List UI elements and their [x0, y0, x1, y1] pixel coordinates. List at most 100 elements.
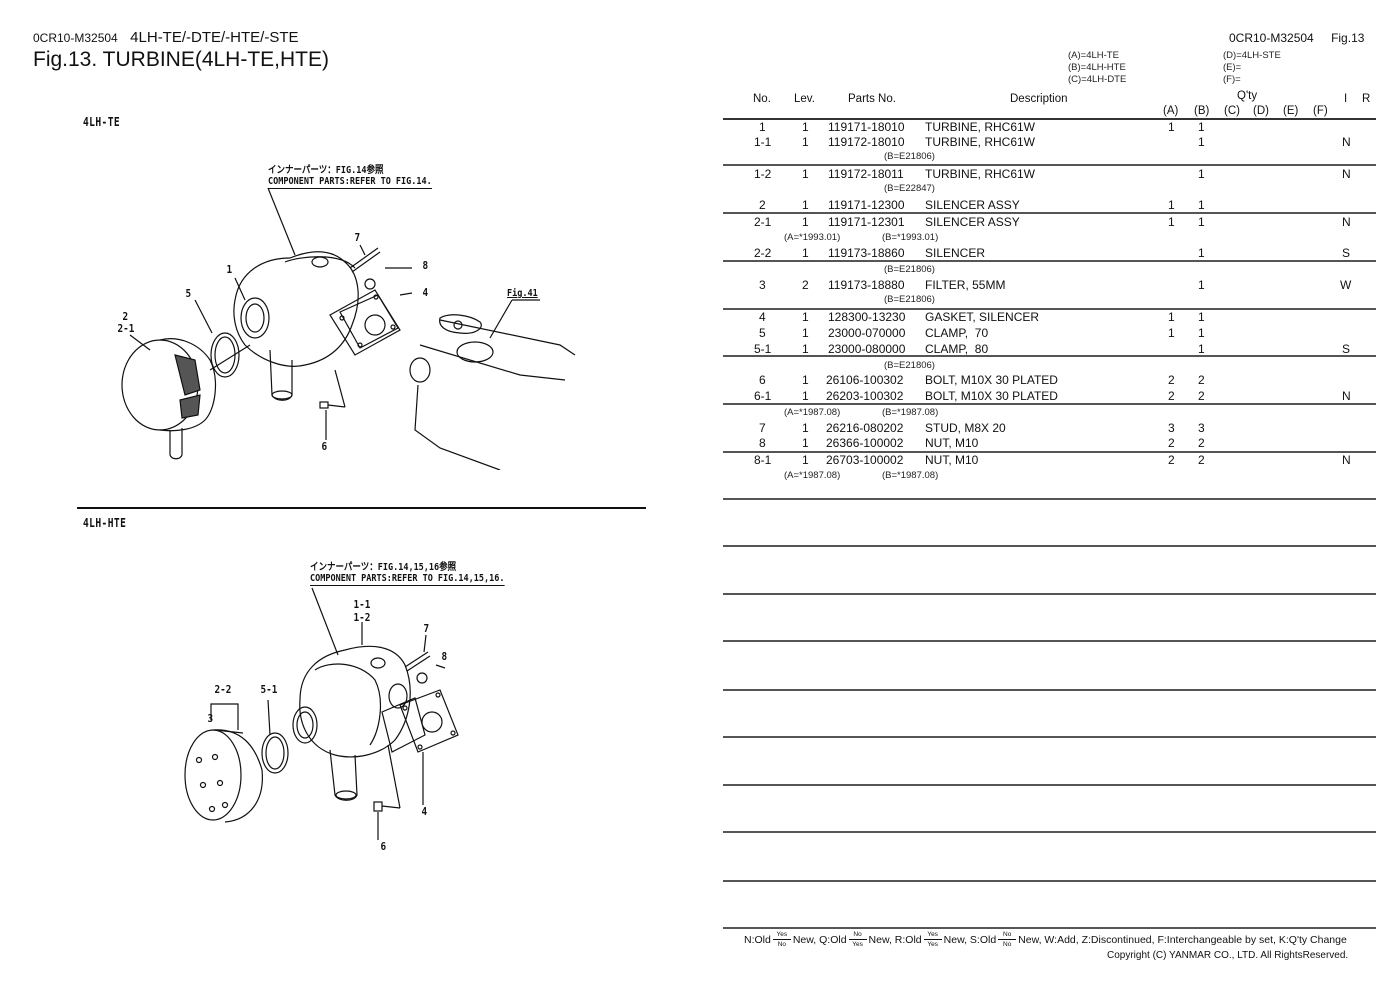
cell-parts-no: 26106-100302 — [826, 373, 904, 387]
cell-description: TURBINE, RHC61W — [925, 167, 1036, 181]
cell-description: NUT, M10 — [925, 436, 979, 450]
row-note: (B=*1987.08) — [882, 407, 939, 418]
row-note: (B=E21806) — [884, 294, 935, 305]
col-qty-c: (C) — [1224, 105, 1240, 117]
cell-parts-no: 119173-18860 — [828, 246, 905, 260]
blank-row-rule — [723, 689, 1376, 691]
cell-parts-no: 26216-080202 — [826, 421, 904, 435]
diagram-label-4lh-hte: 4LH-HTE — [83, 516, 127, 530]
doc-code: 0CR10-M32504 — [33, 31, 118, 45]
cell-lev: 1 — [802, 246, 809, 260]
cell-no: 4 — [759, 310, 766, 324]
part-label-7: 7 — [354, 231, 361, 244]
cell-parts-no: 119171-12300 — [828, 198, 905, 212]
legend-c: (C)=4LH-DTE — [1068, 74, 1127, 85]
cell-no: 5-1 — [754, 342, 772, 356]
diagram-label-4lh-te: 4LH-TE — [83, 115, 121, 129]
cell-i: W — [1340, 278, 1352, 292]
group-rule — [723, 308, 1376, 310]
cell-qty-a: 1 — [1168, 215, 1175, 229]
cell-lev: 1 — [802, 389, 809, 403]
callout-jp: インナーパーツ：FIG.14参照 — [268, 165, 384, 176]
col-qty-b: (B) — [1194, 105, 1210, 117]
part-label-1-1: 1-1 — [353, 598, 371, 611]
row-note: (A=*1987.08) — [784, 470, 841, 481]
right-fig-number: Fig.13 — [1331, 31, 1365, 45]
cell-i: S — [1342, 342, 1351, 356]
cell-qty-b: 1 — [1198, 198, 1205, 212]
blank-row-rule — [723, 545, 1376, 547]
group-rule — [723, 164, 1376, 166]
cell-qty-b: 1 — [1198, 326, 1205, 340]
cell-i: N — [1342, 389, 1351, 403]
callout-en: COMPONENT PARTS:REFER TO FIG.14,15,16. — [310, 573, 505, 586]
cell-no: 8 — [759, 436, 766, 450]
cell-parts-no: 128300-13230 — [828, 310, 906, 324]
cell-no: 8-1 — [754, 453, 772, 467]
row-note: (B=*1993.01) — [882, 232, 939, 243]
cell-description: GASKET, SILENCER — [925, 310, 1040, 324]
ref-fig-41[interactable]: Fig.41 — [507, 288, 538, 299]
cell-no: 7 — [759, 421, 766, 435]
cell-no: 2-1 — [754, 215, 772, 229]
cell-qty-b: 2 — [1198, 373, 1205, 387]
page-title: Fig.13. TURBINE(4LH-TE,HTE) — [33, 48, 329, 71]
blank-row-rule — [723, 784, 1376, 786]
legend-d: (D)=4LH-STE — [1223, 50, 1281, 61]
copyright: Copyright (C) YANMAR CO., LTD. All Right… — [1107, 950, 1349, 961]
diagram-callout-2: インナーパーツ：FIG.14,15,16参照 COMPONENT PARTS:R… — [310, 562, 539, 586]
cell-i: N — [1342, 453, 1351, 467]
cell-qty-b: 1 — [1198, 310, 1205, 324]
diagram-callout-1: インナーパーツ：FIG.14参照 COMPONENT PARTS:REFER T… — [268, 165, 461, 189]
cell-description: FILTER, 55MM — [925, 278, 1006, 292]
diagram-divider — [77, 507, 646, 509]
cell-qty-a: 1 — [1168, 120, 1175, 134]
group-rule — [723, 212, 1376, 214]
cell-qty-b: 1 — [1198, 278, 1205, 292]
model-legend-left: (A)=4LH-TE (B)=4LH-HTE (C)=4LH-DTE — [1068, 50, 1126, 86]
cell-lev: 1 — [802, 310, 809, 324]
row-note: (B=E21806) — [884, 264, 935, 275]
cell-parts-no: 119173-18880 — [828, 278, 905, 292]
col-i: I — [1344, 93, 1348, 105]
part-label-5-1: 5-1 — [260, 683, 278, 696]
row-note: (B=E21806) — [884, 151, 935, 162]
part-label-4: 4 — [421, 805, 428, 818]
cell-description: STUD, M8X 20 — [925, 421, 1006, 435]
part-label-2-1: 2-1 — [117, 322, 135, 335]
callout-jp: インナーパーツ：FIG.14,15,16参照 — [310, 562, 457, 573]
part-label-2: 2 — [122, 310, 129, 323]
group-rule — [723, 260, 1376, 262]
right-doc-code: 0CR10-M32504 — [1229, 31, 1314, 45]
cell-no: 1-1 — [754, 135, 772, 149]
cell-parts-no: 26203-100302 — [826, 389, 904, 403]
row-note: (A=*1987.08) — [784, 407, 841, 418]
cell-i: S — [1342, 246, 1351, 260]
cell-lev: 1 — [802, 198, 809, 212]
row-note: (B=E21806) — [884, 360, 935, 371]
cell-parts-no: 119172-18011 — [828, 167, 904, 181]
cell-description: NUT, M10 — [925, 453, 979, 467]
cell-qty-b: 1 — [1198, 135, 1205, 149]
cell-parts-no: 119172-18010 — [828, 135, 905, 149]
col-r: R — [1362, 93, 1371, 105]
cell-i: N — [1342, 135, 1351, 149]
cell-no: 3 — [759, 278, 766, 292]
part-label-8: 8 — [422, 259, 429, 272]
cell-parts-no: 26366-100002 — [826, 436, 904, 450]
cell-lev: 1 — [802, 167, 809, 181]
row-note: (B=E22847) — [884, 183, 935, 194]
cell-qty-a: 3 — [1168, 421, 1175, 435]
row-note: (A=*1993.01) — [784, 232, 841, 243]
cell-lev: 1 — [802, 326, 809, 340]
legend-a: (A)=4LH-TE — [1068, 50, 1119, 61]
col-qty-e: (E) — [1283, 105, 1299, 117]
legend-f: (F)= — [1223, 74, 1241, 85]
blank-row-rule — [723, 831, 1376, 833]
cell-qty-b: 1 — [1198, 167, 1205, 181]
cell-description: SILENCER — [925, 246, 986, 260]
col-no: No. — [753, 93, 771, 105]
group-rule — [723, 403, 1376, 405]
part-label-7: 7 — [423, 622, 430, 635]
